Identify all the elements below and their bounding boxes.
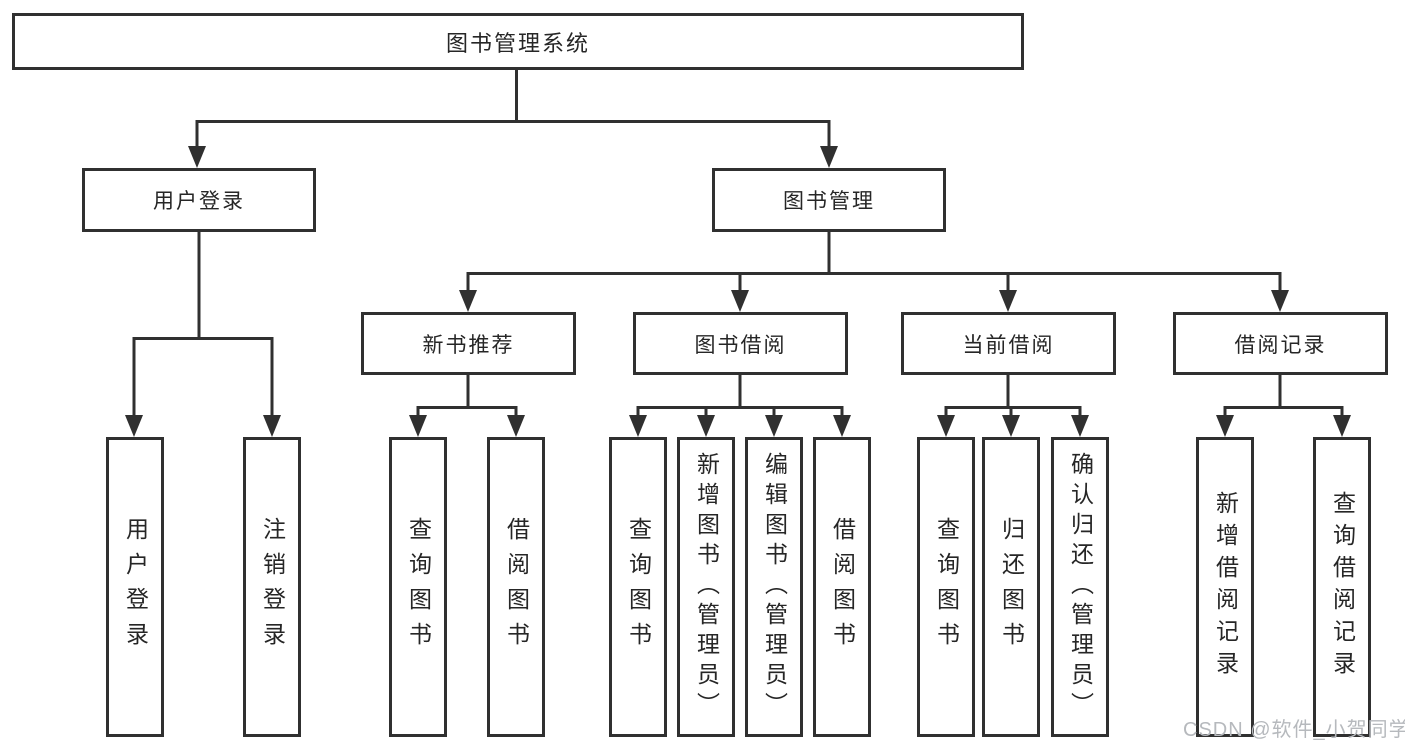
node-book-borrowing: 图书借阅: [633, 312, 848, 375]
leaf-recommend-query-books: 查询图书: [389, 437, 447, 737]
leaf-current-return-books-label: 归还图书: [998, 517, 1025, 657]
leaf-records-add-record-label: 新增借阅记录: [1212, 491, 1239, 683]
leaf-current-query-books-label: 查询图书: [933, 517, 960, 657]
arrowhead-icons: [125, 146, 1351, 437]
leaf-logout-label: 注销登录: [259, 517, 286, 657]
node-new-book-recommend-label: 新书推荐: [422, 333, 515, 357]
node-borrowing-records: 借阅记录: [1173, 312, 1388, 375]
leaf-borrowing-borrow-books-label: 借阅图书: [829, 517, 856, 657]
leaf-borrowing-edit-books-admin: 编辑图书（管理员）: [745, 437, 803, 737]
leaf-recommend-borrow-books: 借阅图书: [487, 437, 545, 737]
leaf-borrowing-add-books-admin-label: 新增图书（管理员）: [693, 452, 720, 722]
leaf-records-query-record: 查询借阅记录: [1313, 437, 1371, 737]
leaf-borrowing-add-books-admin: 新增图书（管理员）: [677, 437, 735, 737]
connector-shafts: [132, 68, 1344, 421]
leaf-recommend-query-books-label: 查询图书: [405, 517, 432, 657]
node-user-login-label: 用户登录: [153, 190, 245, 213]
leaf-records-add-record: 新增借阅记录: [1196, 437, 1254, 737]
node-current-borrowing: 当前借阅: [901, 312, 1116, 375]
node-book-management-label: 图书管理: [783, 190, 875, 213]
leaf-user-login: 用户登录: [106, 437, 164, 737]
leaf-borrowing-query-books: 查询图书: [609, 437, 667, 737]
watermark-csdn: CSDN @软件_小贺同学: [1183, 719, 1405, 741]
leaf-borrowing-query-books-label: 查询图书: [625, 517, 652, 657]
leaf-records-query-record-label: 查询借阅记录: [1329, 491, 1356, 683]
leaf-current-confirm-return-admin-label: 确认归还（管理员）: [1067, 452, 1094, 722]
node-book-borrowing-label: 图书借阅: [694, 333, 787, 357]
leaf-current-query-books: 查询图书: [917, 437, 975, 737]
leaf-current-return-books: 归还图书: [982, 437, 1040, 737]
node-root: 图书管理系统: [12, 13, 1024, 70]
node-new-book-recommend: 新书推荐: [361, 312, 576, 375]
leaf-recommend-borrow-books-label: 借阅图书: [503, 517, 530, 657]
leaf-logout: 注销登录: [243, 437, 301, 737]
leaf-user-login-label: 用户登录: [122, 517, 149, 657]
node-book-management: 图书管理: [712, 168, 946, 232]
leaf-borrowing-edit-books-admin-label: 编辑图书（管理员）: [761, 452, 788, 722]
leaf-borrowing-borrow-books: 借阅图书: [813, 437, 871, 737]
node-borrowing-records-label: 借阅记录: [1234, 333, 1327, 357]
node-current-borrowing-label: 当前借阅: [962, 333, 1055, 357]
leaf-current-confirm-return-admin: 确认归还（管理员）: [1051, 437, 1109, 737]
node-user-login: 用户登录: [82, 168, 316, 232]
node-root-label: 图书管理系统: [445, 30, 590, 56]
